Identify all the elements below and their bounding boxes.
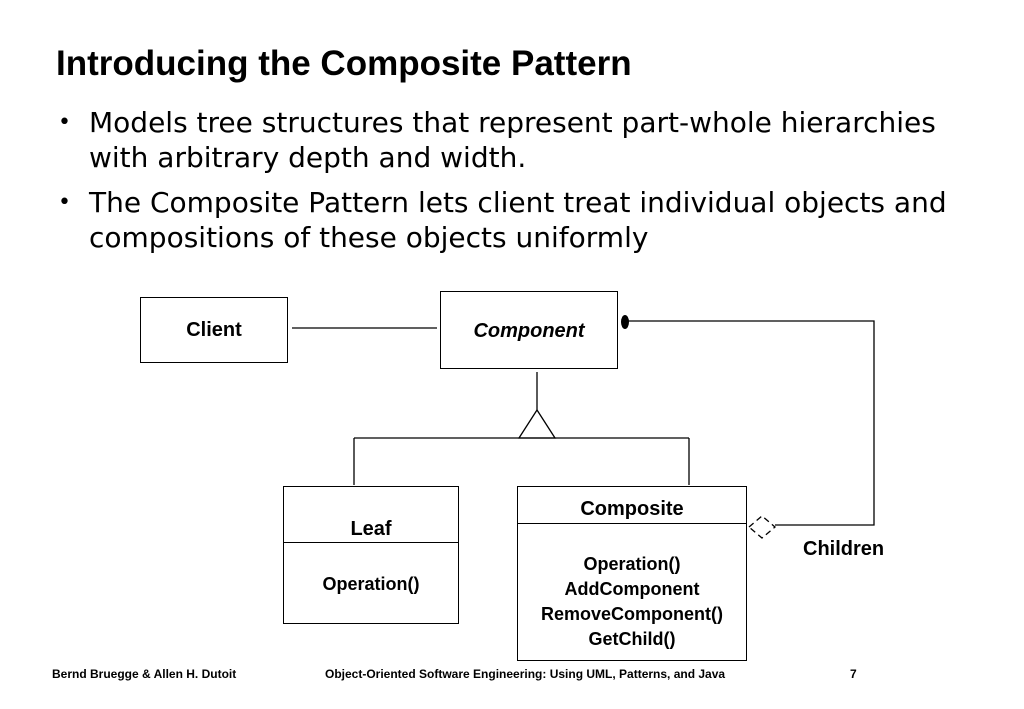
leaf-class: Leaf Operation(): [283, 486, 459, 624]
bullet-item: • The Composite Pattern lets client trea…: [56, 185, 976, 255]
children-role-label: Children: [803, 538, 885, 560]
bullet-list: • Models tree structures that represent …: [56, 105, 976, 265]
client-class: Client: [140, 297, 288, 363]
bullet-item: • Models tree structures that represent …: [56, 105, 976, 175]
component-class: Component: [440, 291, 618, 369]
composite-operation: AddComponent: [564, 579, 700, 599]
footer-page-number: 7: [850, 667, 857, 681]
composite-operation: GetChild(): [588, 629, 676, 649]
leaf-operation: Operation(): [322, 574, 420, 594]
bullet-text: Models tree structures that represent pa…: [89, 106, 936, 174]
composite-class: Composite Operation() AddComponent Remov…: [517, 486, 747, 661]
composite-operation: Operation(): [583, 554, 681, 574]
leaf-class-name: Leaf: [350, 518, 392, 540]
leaf-divider: [284, 542, 458, 543]
multiplicity-dot: [621, 315, 629, 329]
footer-authors: Bernd Bruegge & Allen H. Dutoit: [52, 667, 237, 681]
footer-book-title: Object-Oriented Software Engineering: Us…: [325, 667, 726, 681]
generalization-triangle: [517, 408, 557, 439]
component-class-name: Component: [473, 320, 585, 342]
bullet-icon: •: [58, 190, 71, 215]
composite-divider: [518, 523, 746, 524]
bullet-icon: •: [58, 110, 71, 135]
bullet-text: The Composite Pattern lets client treat …: [89, 186, 947, 254]
client-class-name: Client: [186, 319, 242, 341]
composite-operation: RemoveComponent(): [540, 604, 723, 624]
slide-title: Introducing the Composite Pattern: [56, 44, 632, 83]
aggregation-line: [627, 320, 875, 526]
composite-class-name: Composite: [580, 498, 684, 520]
aggregation-diamond: [747, 515, 777, 539]
